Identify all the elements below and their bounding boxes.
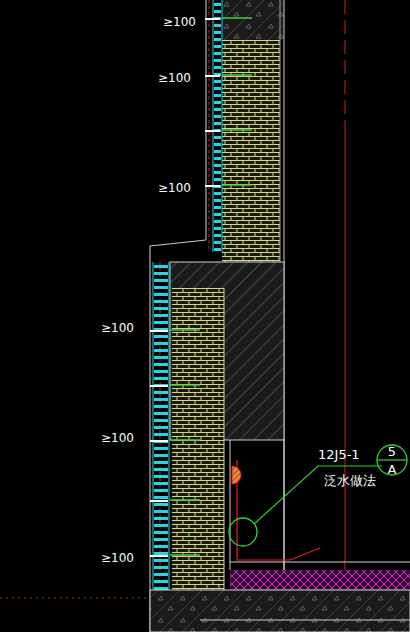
detail-number: 5: [388, 445, 396, 458]
note-label: 泛水做法: [324, 472, 376, 490]
dimension-label: ≥100: [163, 15, 196, 29]
dimension-label: ≥100: [158, 71, 191, 85]
detail-callout-circle: 5A: [376, 440, 408, 480]
dimension-label: ≥100: [158, 181, 191, 195]
note-label: 12J5-1: [318, 447, 360, 462]
sheet-number: A: [388, 463, 397, 476]
dimension-label: ≥100: [101, 321, 134, 335]
dimension-label: ≥100: [101, 431, 134, 445]
dimension-label: ≥100: [101, 551, 134, 565]
